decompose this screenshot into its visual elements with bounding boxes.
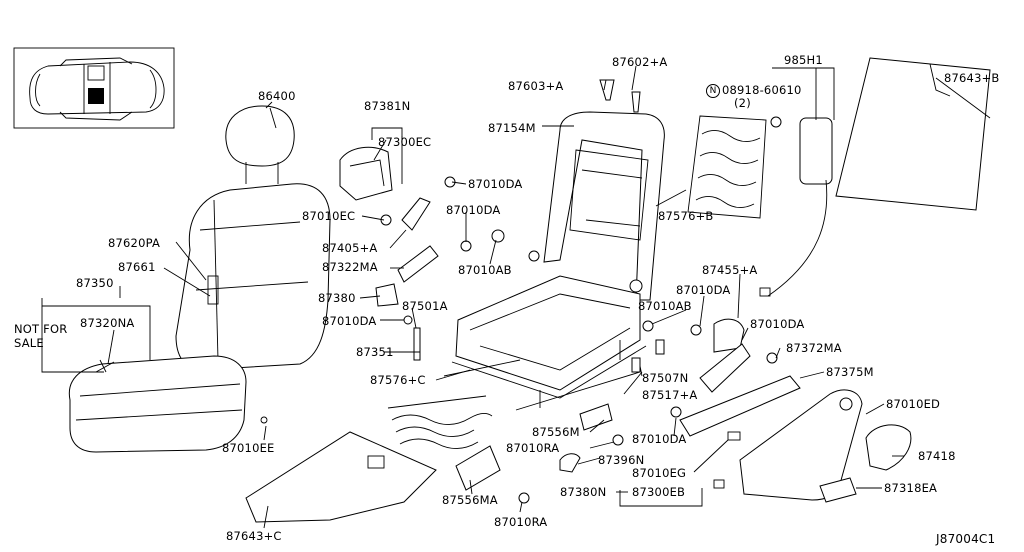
part-label-87010da-5: 87010DA	[750, 317, 805, 331]
part-label-87643c: 87643+C	[226, 529, 282, 543]
part-label-87322ma: 87322MA	[322, 260, 378, 274]
part-label-87010da-6: 87010DA	[632, 432, 687, 446]
not-for-sale-note: NOT FOR SALE	[14, 322, 67, 350]
part-label-985h1: 985H1	[784, 53, 823, 67]
part-label-87576c: 87576+C	[370, 373, 426, 387]
part-label-87517a: 87517+A	[642, 388, 698, 402]
part-label-87318ea: 87318EA	[884, 481, 938, 495]
part-label-87010ab-1: 87010AB	[458, 263, 512, 277]
part-label-87405a: 87405+A	[322, 241, 378, 255]
seat-frame-part	[443, 111, 665, 411]
part-label-87010ra-1: 87010RA	[506, 441, 560, 455]
part-label-87501a: 87501A	[402, 299, 448, 313]
part-label-87372ma: 87372MA	[786, 341, 842, 355]
part-label-08918-60610: 08918-60610	[722, 83, 802, 97]
part-label-87010da-3: 87010DA	[676, 283, 731, 297]
seatback-trim-part	[175, 183, 331, 371]
side-cover-parts	[713, 389, 912, 503]
vehicle-locator-icon	[13, 47, 175, 129]
part-label-87661: 87661	[118, 260, 156, 274]
part-label-08918-qty: (2)	[734, 96, 751, 110]
headrest-part	[225, 105, 295, 184]
part-label-87010ec: 87010EC	[302, 209, 356, 223]
part-label-87603a: 87603+A	[508, 79, 564, 93]
floor-panel-part	[245, 416, 501, 523]
part-label-87556ma: 87556MA	[442, 493, 498, 507]
part-label-87396n: 87396N	[598, 453, 645, 467]
part-label-87010ab-2: 87010AB	[638, 299, 692, 313]
part-label-87418: 87418	[918, 449, 956, 463]
recliner-parts	[339, 146, 801, 473]
seat-spring-part	[387, 395, 493, 449]
note-line-1: NOT FOR	[14, 322, 68, 336]
part-label-87154m: 87154M	[488, 121, 536, 135]
part-label-87010ed: 87010ED	[886, 397, 941, 411]
part-label-87010da-1: 87010DA	[468, 177, 523, 191]
part-label-87643b: 87643+B	[944, 71, 1000, 85]
part-label-87455a: 87455+A	[702, 263, 758, 277]
part-label-87300ec: 87300EC	[378, 135, 432, 149]
part-label-87320na: 87320NA	[80, 316, 135, 330]
part-label-87300eb: 87300EB	[632, 485, 686, 499]
seat-cushion-part	[68, 355, 247, 453]
part-label-87380: 87380	[318, 291, 356, 305]
part-label-87381n: 87381N	[364, 99, 411, 113]
part-label-87380n: 87380N	[560, 485, 607, 499]
diagram-code: J87004C1	[936, 532, 996, 546]
side-airbag-part	[759, 67, 835, 297]
leader-lines	[41, 65, 991, 529]
back-panel-part	[835, 57, 991, 211]
part-label-87576b: 87576+B	[658, 209, 714, 223]
part-label-87620pa: 87620PA	[108, 236, 161, 250]
part-label-87010da-2: 87010DA	[446, 203, 501, 217]
part-label-87010eg: 87010EG	[632, 466, 687, 480]
part-label-87507n: 87507N	[642, 371, 689, 385]
note-line-2: SALE	[14, 336, 44, 350]
part-label-86400: 86400	[258, 89, 296, 103]
part-label-87010da-4: 87010DA	[322, 314, 377, 328]
spring-mat-part	[687, 115, 767, 219]
nut-circle-icon: N	[706, 84, 720, 98]
part-label-87010ra-2: 87010RA	[494, 515, 548, 529]
part-label-87556m: 87556M	[532, 425, 580, 439]
part-label-87010ee: 87010EE	[222, 441, 275, 455]
part-label-87351: 87351	[356, 345, 394, 359]
part-label-87350: 87350	[76, 276, 114, 290]
part-label-87375m: 87375M	[826, 365, 874, 379]
part-label-87602a: 87602+A	[612, 55, 668, 69]
